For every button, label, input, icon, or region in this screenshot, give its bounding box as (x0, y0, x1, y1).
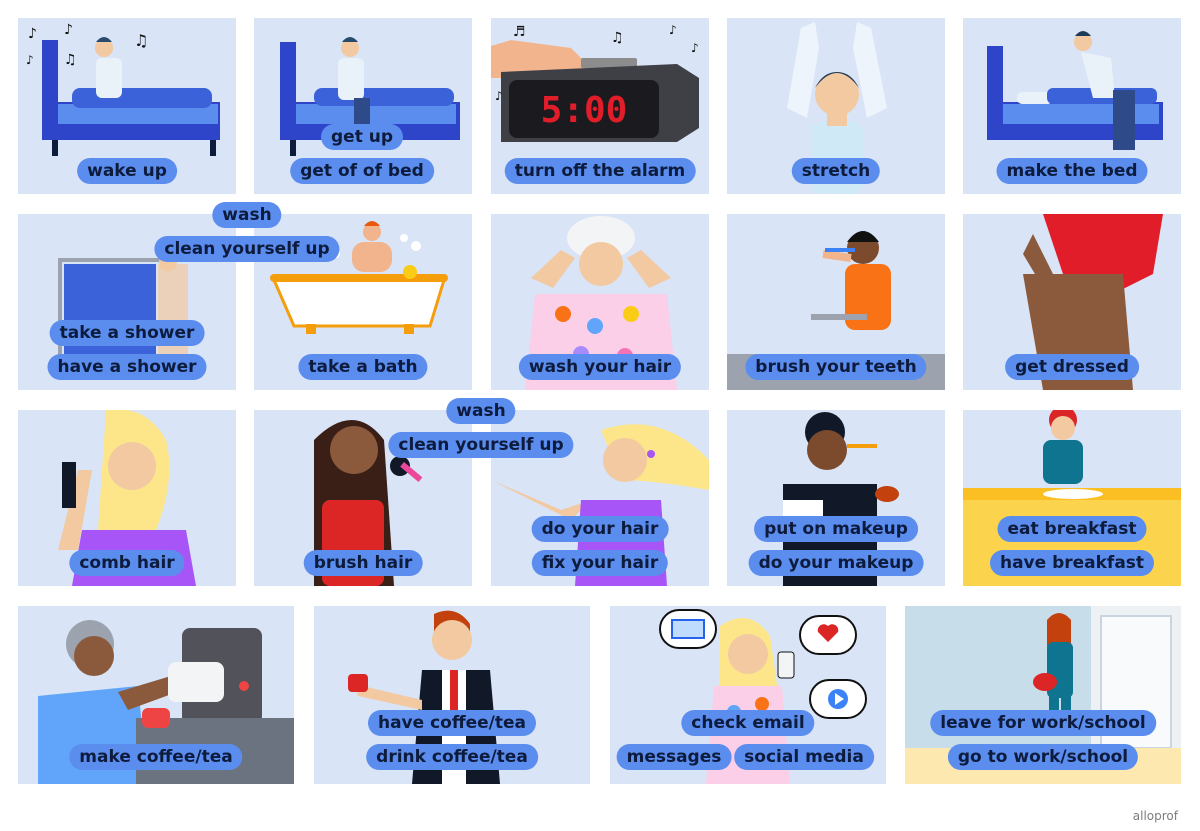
label-do-makeup: do your makeup (748, 550, 924, 576)
label-stretch: stretch (791, 158, 881, 184)
label-fix-hair: fix your hair (531, 550, 669, 576)
label-get-up: get up (320, 124, 404, 150)
label-brush-hair: brush hair (303, 550, 423, 576)
label-go-to-work: go to work/school (947, 744, 1139, 770)
label-put-on-makeup: put on makeup (754, 516, 918, 542)
label-drink-coffee: drink coffee/tea (366, 744, 538, 770)
card-wake-up: ♪ ♪ ♫ ♫ ♪ wake up (18, 18, 236, 194)
svg-text:♪: ♪ (64, 22, 73, 38)
alloprof-logo: alloprof (1132, 809, 1178, 823)
label-brush-teeth: brush your teeth (745, 354, 927, 380)
bath-illustration (270, 221, 448, 334)
label-take-bath: take a bath (298, 354, 428, 380)
label-messages: messages (616, 744, 732, 770)
label-get-out-of-bed: get of of bed (290, 158, 434, 184)
label-take-shower: take a shower (49, 320, 205, 346)
label-clean-yourself-up-row3: clean yourself up (388, 432, 574, 458)
card-check-email: check email messages social media (610, 606, 886, 784)
label-wash-row3: wash (446, 398, 516, 424)
svg-text:♬: ♬ (513, 24, 526, 40)
label-do-hair: do your hair (531, 516, 669, 542)
card-stretch: stretch (727, 18, 945, 194)
card-leave: leave for work/school go to work/school (905, 606, 1181, 784)
label-make-bed: make the bed (996, 158, 1148, 184)
card-make-coffee: make coffee/tea (18, 606, 294, 784)
label-check-email: check email (681, 710, 815, 736)
card-make-bed: make the bed (963, 18, 1181, 194)
alarm-time: 5:00 (541, 90, 628, 131)
svg-text:♫: ♫ (64, 52, 77, 68)
svg-text:♪: ♪ (28, 26, 37, 42)
alarm-clock-illustration: 5:00 ♬ ♫ ♪ ♪ ♪ (491, 23, 699, 142)
svg-text:♫: ♫ (134, 31, 148, 50)
label-clean-yourself-up-row2: clean yourself up (154, 236, 340, 262)
card-get-up: get up get of of bed (254, 18, 472, 194)
label-social-media: social media (734, 744, 874, 770)
card-turn-off-alarm: 5:00 ♬ ♫ ♪ ♪ ♪ turn off the alarm (491, 18, 709, 194)
label-comb-hair: comb hair (69, 550, 185, 576)
leave-illustration (905, 606, 1181, 784)
wake-up-illustration: ♪ ♪ ♫ ♫ ♪ (26, 22, 220, 156)
card-eat-breakfast: eat breakfast have breakfast (963, 410, 1181, 586)
label-eat-breakfast: eat breakfast (997, 516, 1147, 542)
label-have-coffee: have coffee/tea (367, 710, 537, 736)
card-brush-teeth: brush your teeth (727, 214, 945, 390)
label-make-coffee: make coffee/tea (69, 744, 243, 770)
card-have-coffee: have coffee/tea drink coffee/tea (314, 606, 590, 784)
label-leave-for-work: leave for work/school (930, 710, 1156, 736)
svg-text:♫: ♫ (611, 30, 624, 46)
label-turn-off-alarm: turn off the alarm (504, 158, 696, 184)
label-have-shower: have a shower (47, 354, 207, 380)
svg-text:♪: ♪ (669, 23, 677, 37)
svg-text:♪: ♪ (26, 53, 34, 67)
make-bed-illustration (987, 31, 1163, 150)
card-wash-hair: wash your hair (491, 214, 709, 390)
label-wash-row2: wash (212, 202, 282, 228)
label-get-dressed: get dressed (1005, 354, 1139, 380)
svg-text:♪: ♪ (691, 41, 699, 55)
label-wake-up: wake up (77, 158, 177, 184)
card-comb-hair: comb hair (18, 410, 236, 586)
label-wash-hair: wash your hair (518, 354, 682, 380)
svg-text:♪: ♪ (495, 89, 503, 103)
label-have-breakfast: have breakfast (989, 550, 1155, 576)
card-get-dressed: get dressed (963, 214, 1181, 390)
card-put-on-makeup: put on makeup do your makeup (727, 410, 945, 586)
